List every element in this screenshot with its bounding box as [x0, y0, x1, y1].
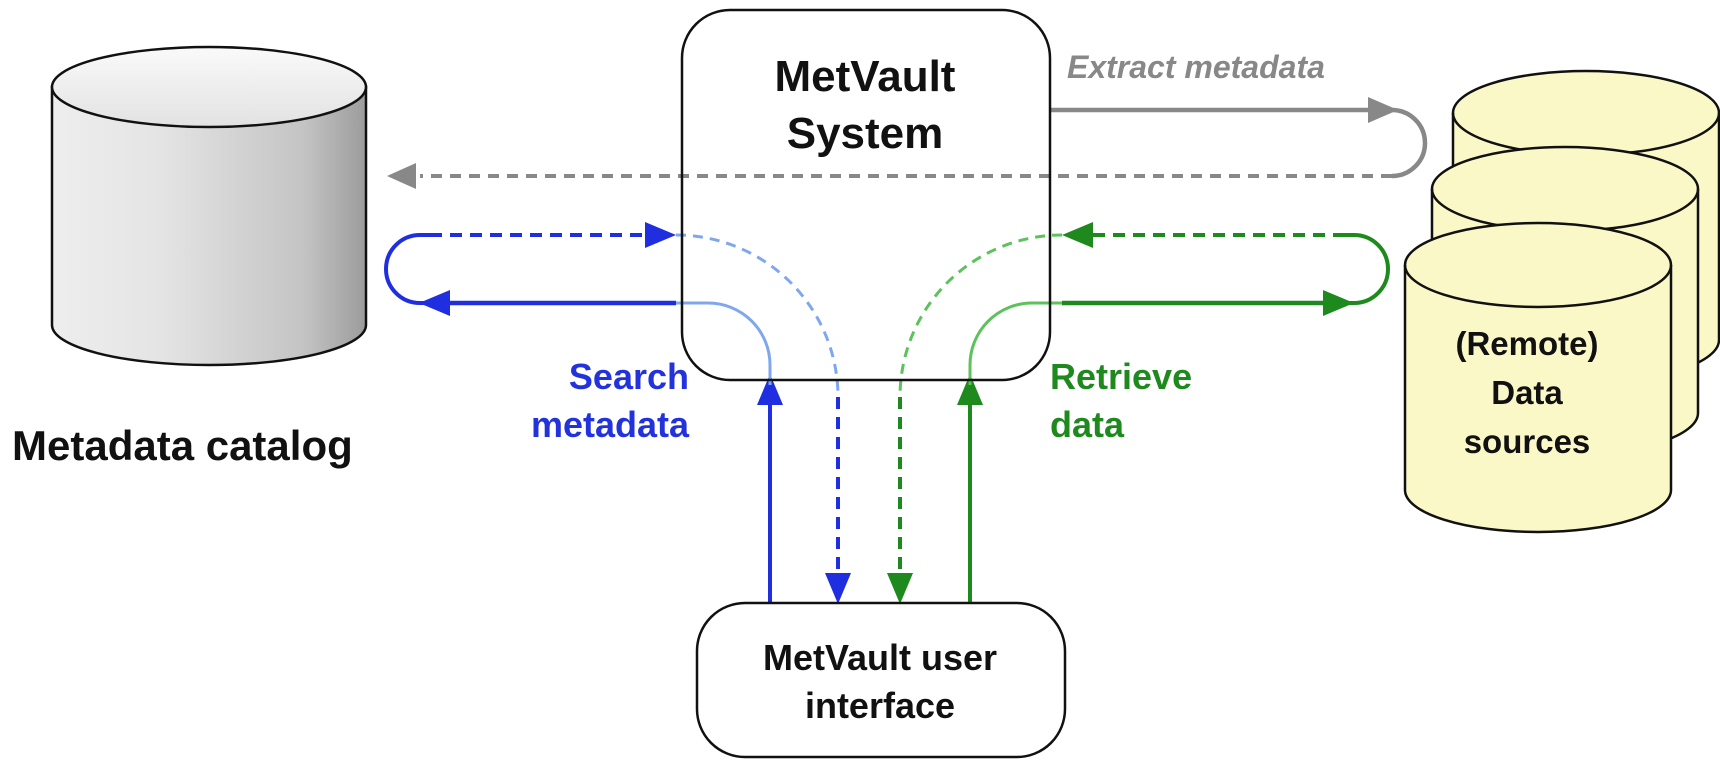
- metadata-catalog: [50, 45, 368, 367]
- data-sources-label-line2: Data: [1491, 374, 1563, 411]
- catalog-cylinder-top: [50, 45, 368, 129]
- data-source-cylinder-front: [1403, 221, 1673, 534]
- retrieve-data-label-line2: data: [1050, 404, 1125, 445]
- search-metadata-flow: [384, 222, 851, 604]
- retrieve-data-flow: [887, 222, 1390, 604]
- retrieve-data-label-line1: Retrieve: [1050, 356, 1192, 397]
- data-sources-label-line3: sources: [1464, 423, 1591, 460]
- extract-metadata-flow: [387, 97, 1428, 189]
- metvault-ui-label-line1: MetVault user: [763, 637, 997, 678]
- catalog-cylinder-body: [50, 85, 368, 367]
- extract-metadata-label: Extract metadata: [1067, 49, 1325, 85]
- metvault-system-title-line2: System: [787, 109, 944, 158]
- metvault-user-interface-box: [695, 601, 1067, 759]
- search-metadata-label-line2: metadata: [531, 404, 690, 445]
- metvault-ui-label-line2: interface: [805, 685, 955, 726]
- metvault-system-title-line1: MetVault: [775, 52, 956, 101]
- remote-data-sources: [1403, 69, 1720, 534]
- metvault-system-box: [680, 8, 1052, 382]
- metadata-catalog-label: Metadata catalog: [12, 422, 353, 469]
- search-metadata-label-line1: Search: [569, 356, 689, 397]
- data-sources-label-line1: (Remote): [1455, 325, 1598, 362]
